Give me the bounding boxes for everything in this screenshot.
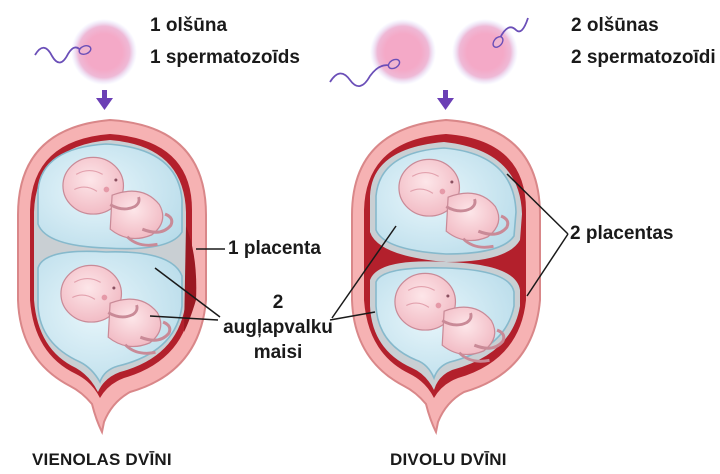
identical-uterus [18,120,206,432]
fraternal-sperm-label: 2 spermatozoīdi [571,48,716,67]
identical-placenta-label: 1 placenta [228,239,321,258]
amniotic-sacs-label-2: maisi [222,343,334,362]
fraternal-uterus [352,120,540,432]
identical-sperm-label: 1 spermatozoīds [150,48,300,67]
identical-caption: VIENOLAS DVĪNI [32,451,172,468]
fraternal-egg-group [330,18,528,86]
identical-egg-label: 1 olšūna [150,16,227,35]
fraternal-caption: DIVOLU DVĪNI [390,451,507,468]
amniotic-sacs-count: 2 [222,293,334,312]
arrow-down-icon [96,90,113,110]
arrow-down-icon [437,90,454,110]
amniotic-sacs-label: augļapvalku [222,318,334,337]
fraternal-placenta-label: 2 placentas [570,224,674,243]
egg-icon [370,19,436,85]
fraternal-egg-label: 2 olšūnas [571,16,659,35]
identical-egg-group [35,19,137,85]
